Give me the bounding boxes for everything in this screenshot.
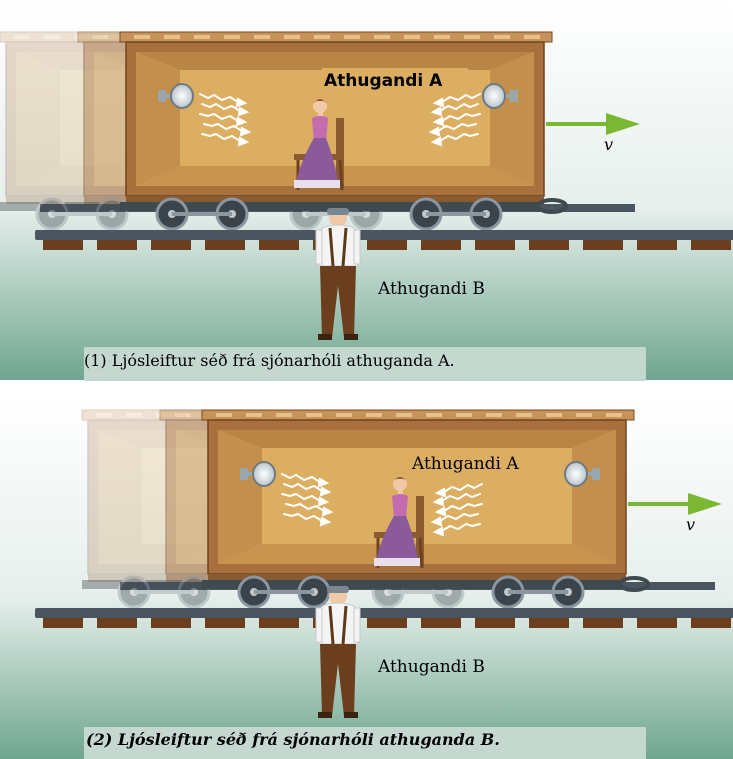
velocity-arrow xyxy=(628,493,722,515)
velocity-arrow xyxy=(546,113,640,135)
observer-b-label: Athugandi B xyxy=(377,279,485,299)
train-car xyxy=(200,409,650,609)
velocity-label: v xyxy=(686,515,695,534)
observer-b-label: Athugandi B xyxy=(377,657,485,677)
caption-1-bg xyxy=(84,347,646,381)
observer-a-label: Athugandi A xyxy=(324,71,443,91)
panel-2: v Athugandi A Athugandi B (2) Ljósleiftu… xyxy=(0,400,733,759)
observer-a-label: Athugandi A xyxy=(411,454,519,474)
caption-2: (2) Ljósleiftur séð frá sjónarhóli athug… xyxy=(86,730,500,749)
panel-1: v Athugandi A Athugandi B (1) Ljósleiftu… xyxy=(0,0,733,381)
caption-1: (1) Ljósleiftur séð frá sjónarhóli athug… xyxy=(84,351,455,370)
velocity-label: v xyxy=(604,135,613,154)
observer-a-label-bg xyxy=(322,68,468,92)
caption-2-bg xyxy=(84,727,646,759)
